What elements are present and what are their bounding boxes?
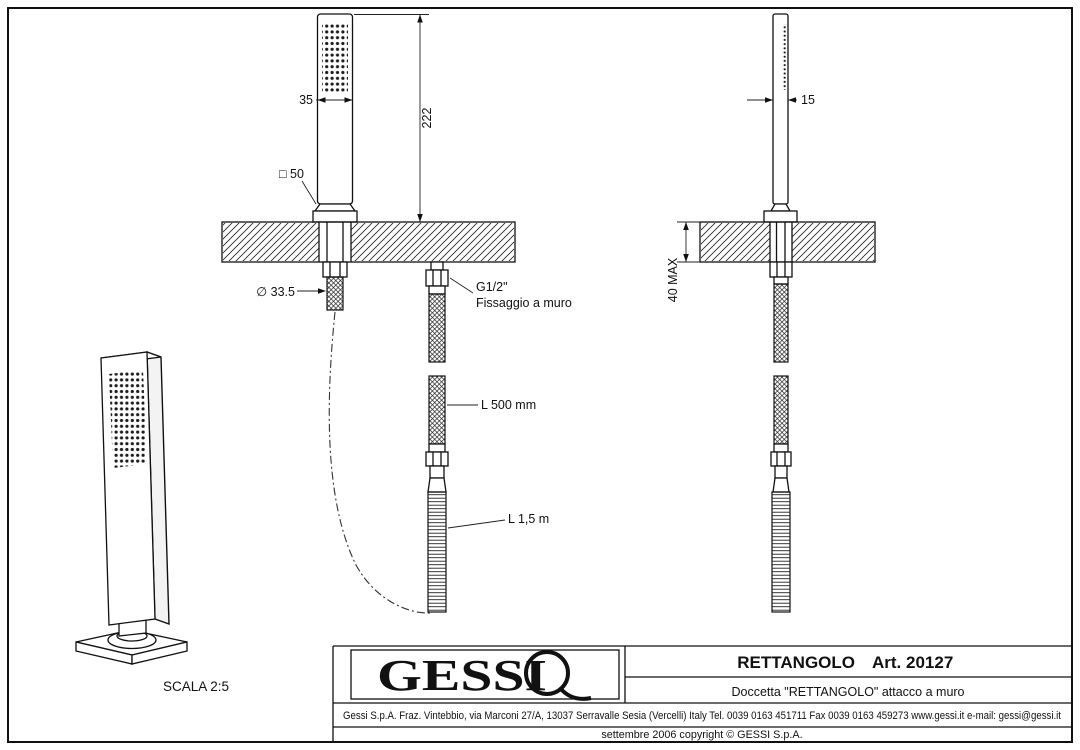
- logo-box: [350, 649, 620, 700]
- braided-hose-lower: [428, 375, 446, 445]
- hose-curve: [328, 311, 431, 614]
- hose-assembly-side: [769, 261, 793, 613]
- mounting-nut-side: [769, 261, 793, 278]
- g12-fitting: [425, 269, 449, 287]
- dim-square-50: □ 50: [279, 167, 304, 181]
- label-thread-g12: G1/2": [476, 280, 508, 294]
- product-name: RETTANGOLO: [737, 653, 855, 672]
- page-border: [7, 7, 1073, 743]
- copyright-line: settembre 2006 copyright © GESSI S.p.A.: [601, 729, 802, 741]
- spray-face-dots: [322, 24, 348, 92]
- brand-emblem-icon: [524, 650, 570, 696]
- hose-nut: [425, 451, 449, 467]
- mounting-nut-front: [322, 261, 348, 278]
- product-description: Doccetta "RETTANGOLO" attacco a muro: [731, 685, 964, 699]
- hose-stub: [326, 276, 344, 311]
- corrugated-hose: [427, 491, 447, 613]
- dim-wall-40-max: 40 MAX: [666, 257, 680, 302]
- label-fixing: Fissaggio a muro: [476, 296, 572, 310]
- label-hose-500: L 500 mm: [481, 398, 536, 412]
- brand-emblem-tail-icon: [558, 686, 592, 701]
- scale-label: SCALA 2:5: [163, 679, 229, 694]
- title-block: GESSI RETTANGOLO Art. 20127 Doccetta "RE…: [332, 645, 1072, 742]
- deck-section-front: [221, 221, 516, 263]
- isometric-view: SCALA 2:5: [75, 350, 229, 694]
- label-hose-1-5: L 1,5 m: [508, 512, 549, 526]
- escutcheon-side: [769, 203, 792, 212]
- braided-hose-upper: [428, 293, 446, 363]
- spray-face-edge: [782, 24, 787, 90]
- front-view: 35 222 □ 50 ∅ 33.5: [221, 13, 572, 614]
- hose-assembly: [425, 261, 449, 613]
- spray-face-iso: [109, 370, 147, 468]
- dim-depth-15: 15: [801, 93, 815, 107]
- dim-hole-33-5: ∅ 33.5: [256, 285, 295, 299]
- dim-height-222: 222: [420, 108, 434, 129]
- company-address: Gessi S.p.A. Fraz. Vintebbio, via Marcon…: [343, 710, 1061, 722]
- dim-width-35: 35: [299, 93, 313, 107]
- article-number: Art. 20127: [872, 653, 953, 672]
- side-view: 15 40 MAX: [666, 13, 876, 613]
- escutcheon-front: [313, 203, 357, 212]
- brand-logo-text: GESSI: [377, 651, 547, 700]
